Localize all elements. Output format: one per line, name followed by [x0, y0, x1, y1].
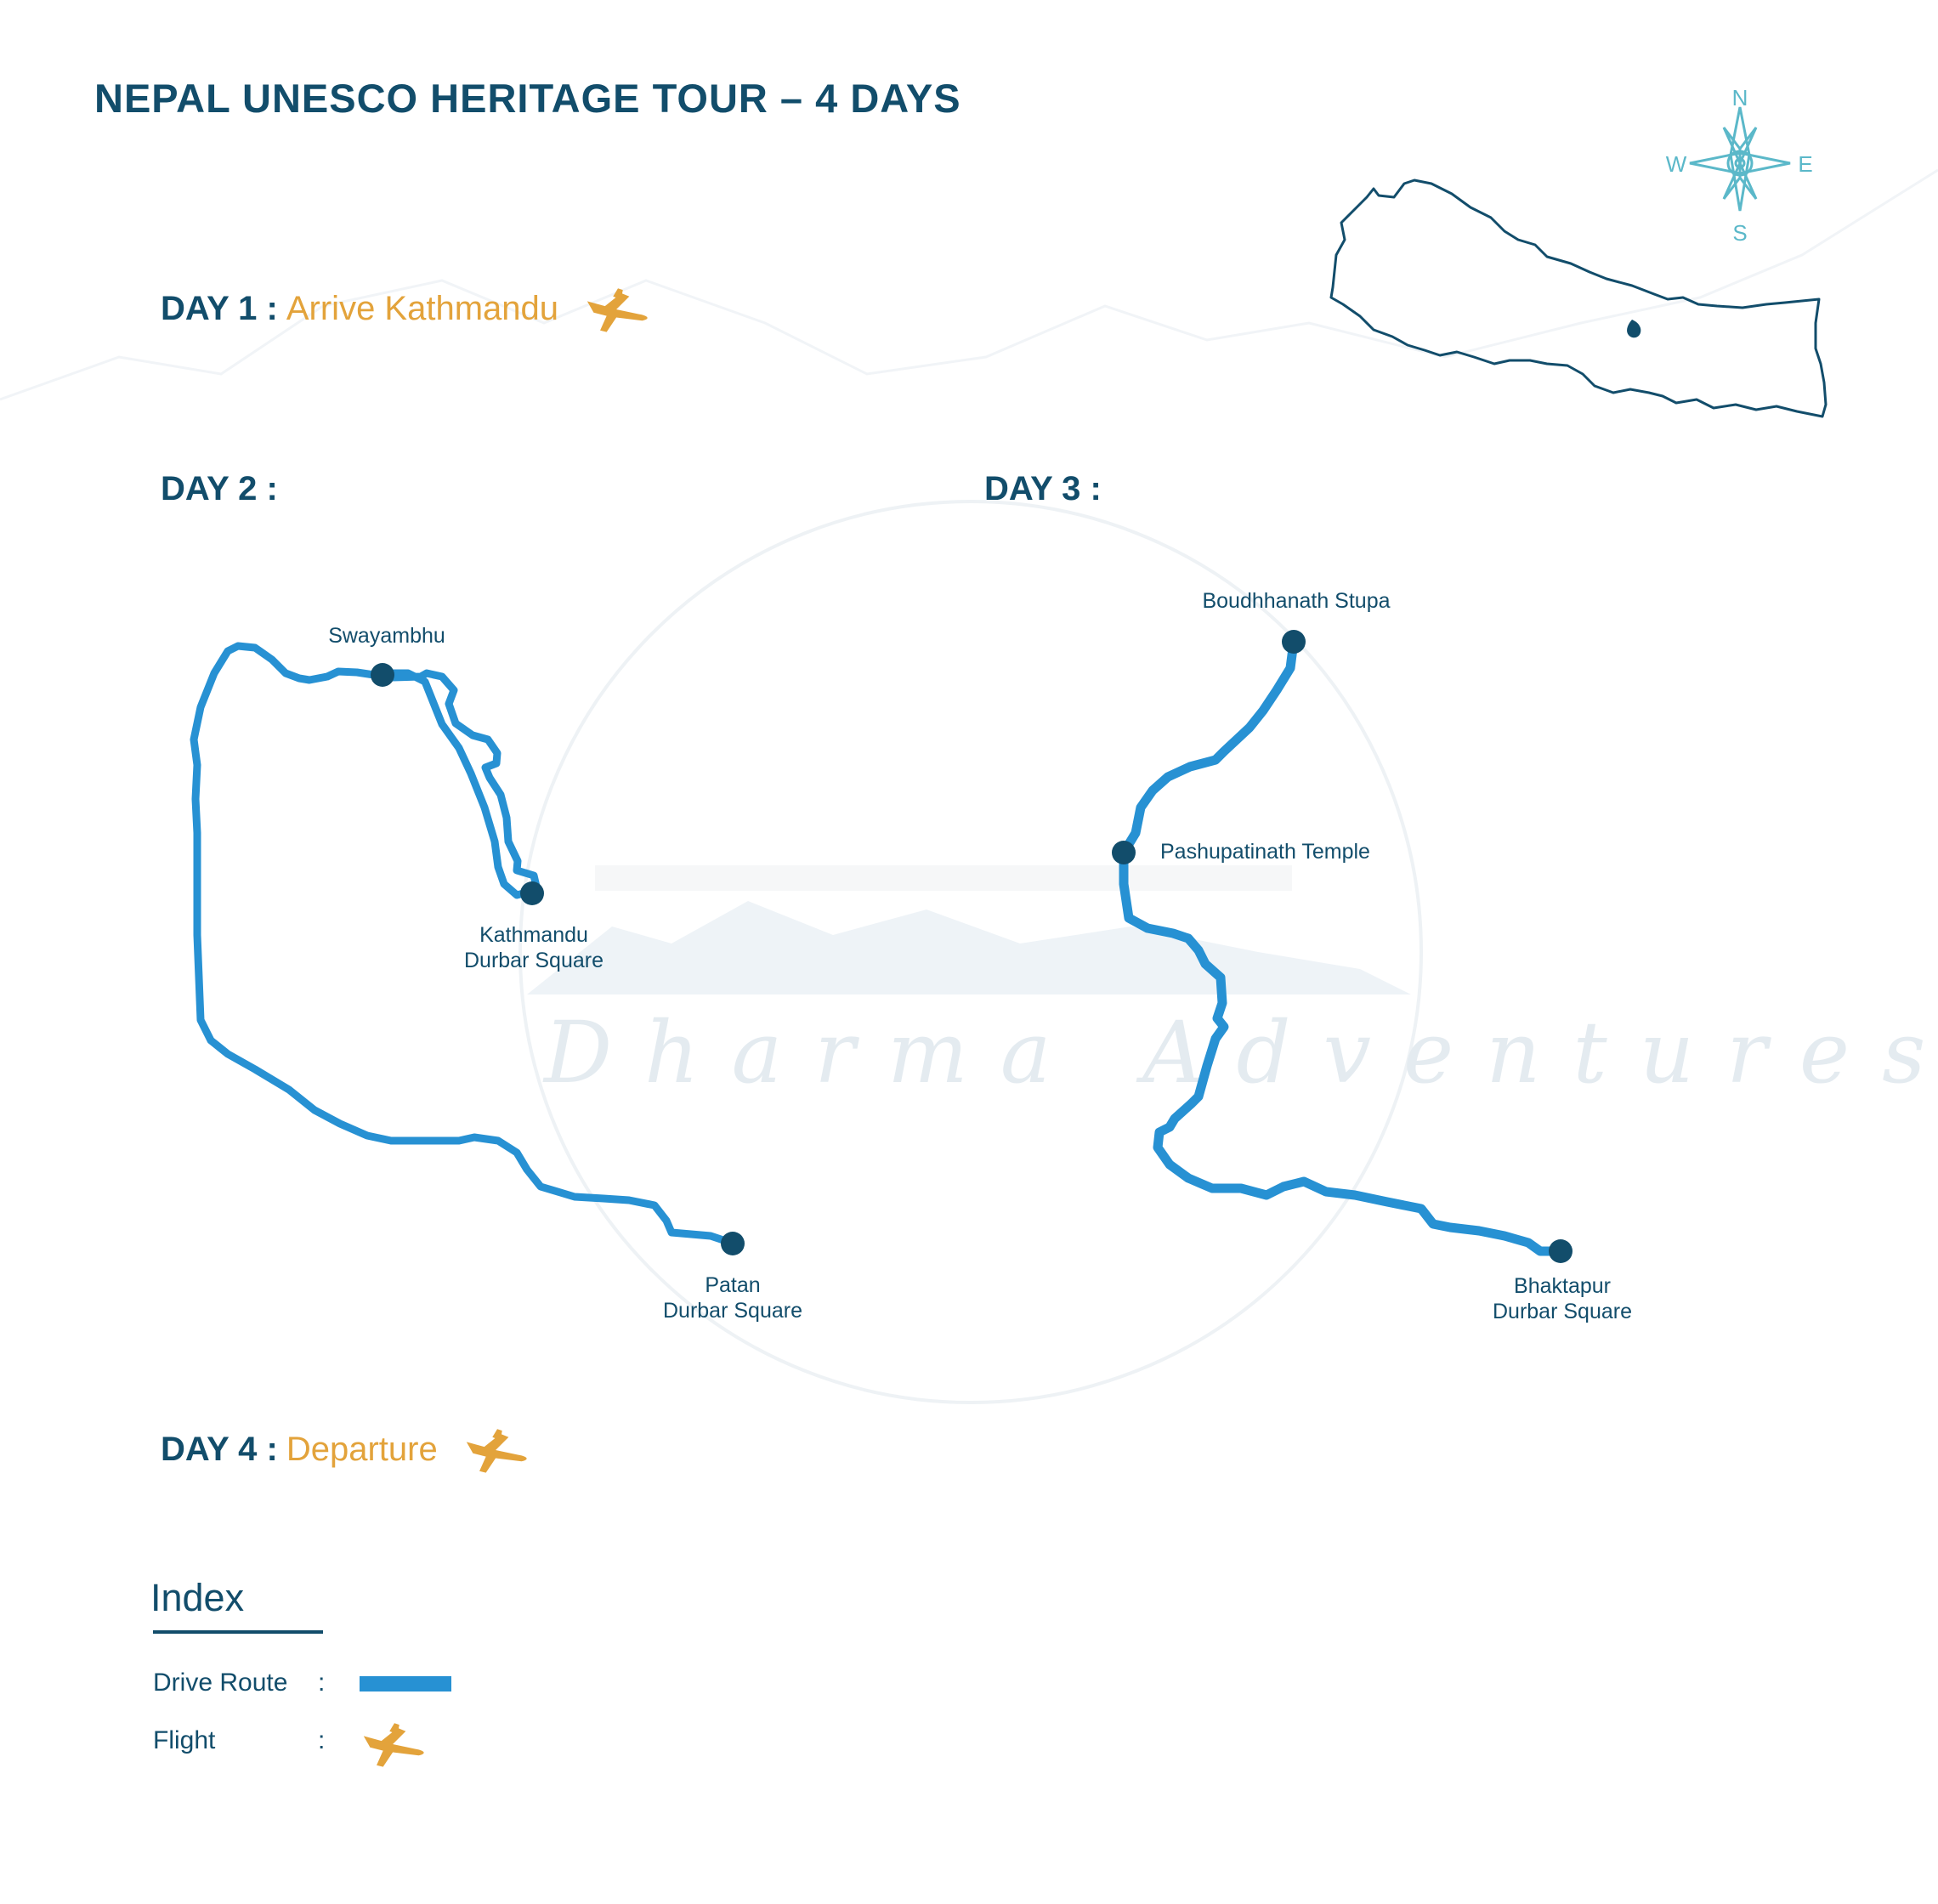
stop-bhaktapur-durbar: [1549, 1239, 1572, 1263]
day-2-label: DAY 2 :: [161, 470, 278, 507]
stop-swayambhu: [371, 663, 394, 687]
day-4-description: Departure: [286, 1430, 438, 1468]
day-4-row: DAY 4 : Departure: [161, 1421, 531, 1477]
day-2-route: [190, 642, 738, 1248]
place-label: Boudhhanath Stupa: [1202, 589, 1391, 613]
compass-e: E: [1798, 151, 1812, 177]
day-1-description: Arrive Kathmandu: [286, 289, 559, 327]
place-label: Pashupatinath Temple: [1160, 840, 1370, 864]
compass-w: W: [1666, 151, 1687, 177]
stop-patan-durbar: [721, 1232, 745, 1255]
kathmandu-marker: [1627, 320, 1641, 338]
legend-flight-label: Flight: [153, 1726, 216, 1754]
compass-n: N: [1732, 85, 1748, 110]
stop-pashupatinath: [1112, 841, 1136, 864]
compass-s: S: [1732, 220, 1747, 246]
day-4-label: DAY 4 :: [161, 1430, 278, 1468]
index-title: Index: [150, 1576, 245, 1619]
day-1-label: DAY 1 :: [161, 289, 278, 327]
legend-flight-separator: :: [318, 1726, 326, 1754]
legend-drive-separator: :: [318, 1669, 326, 1697]
day-2-row: DAY 2 :: [161, 470, 278, 508]
day-1-row: DAY 1 : Arrive Kathmandu: [161, 280, 652, 337]
watermark-hills: [527, 901, 1411, 994]
place-label: Patan Durbar Square: [663, 1273, 802, 1323]
day-3-row: DAY 3 :: [984, 470, 1102, 508]
compass-rose: [1689, 106, 1791, 212]
index-divider: [153, 1630, 323, 1634]
day-3-route: [1119, 637, 1567, 1256]
place-label: Kathmandu Durbar Square: [464, 923, 604, 972]
stop-kathmandu-durbar: [520, 881, 544, 905]
plane-icon: [363, 1723, 424, 1767]
place-label: Swayambhu: [328, 624, 445, 648]
watermark-text: Dharma Adventures: [544, 1003, 1938, 1102]
watermark-mountains: [0, 168, 1938, 401]
place-label: Bhaktapur Durbar Square: [1493, 1274, 1632, 1323]
route-swatch: [360, 1676, 451, 1692]
prayer-flags: [595, 865, 1292, 891]
page-title: NEPAL UNESCO HERITAGE TOUR – 4 DAYS: [94, 76, 961, 121]
nepal-outline: [1329, 178, 1828, 418]
legend-drive-label: Drive Route: [153, 1669, 288, 1697]
watermark-circle: [518, 500, 1423, 1404]
day-3-label: DAY 3 :: [984, 470, 1102, 507]
stop-boudhhanath: [1282, 630, 1306, 654]
